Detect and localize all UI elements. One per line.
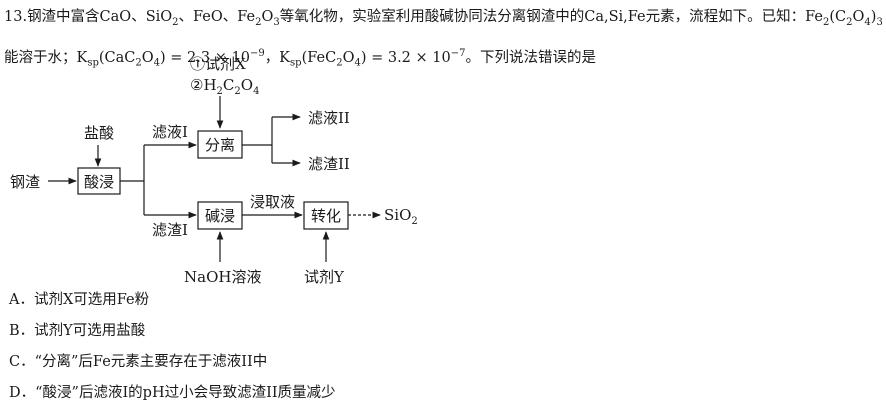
- option-a: A．试剂X可选用Fe粉: [9, 292, 150, 308]
- option-b: B．试剂Y可选用盐酸: [9, 323, 146, 339]
- sio2-label: SiO2: [384, 206, 418, 227]
- reagent-y-label: 试剂Y: [304, 268, 345, 286]
- hcl-label: 盐酸: [84, 124, 114, 142]
- option-d: D．“酸浸”后滤液I的pH过小会导致滤渣II质量减少: [9, 385, 336, 401]
- steel-slag-label: 钢渣: [10, 173, 40, 191]
- reagent-x-label: ①试剂X: [190, 55, 246, 73]
- naoh-label: NaOH溶液: [184, 268, 261, 286]
- filtrate-2-label: 滤液II: [308, 109, 350, 127]
- leach-solution-label: 浸取液: [250, 193, 295, 211]
- acid-leach-label: 酸浸: [84, 173, 114, 191]
- h2c2o4-label: ②H2C2O4: [190, 76, 259, 97]
- question-number: 13.: [4, 9, 28, 25]
- question-line-2: 能溶于水；Ksp(CaC2O4) = 2.3 × 10−9，Ksp(FeC2O4…: [4, 47, 596, 69]
- residue-1-label: 滤渣I: [152, 221, 188, 239]
- options-list: A．试剂X可选用Fe粉 B．试剂Y可选用盐酸 C．“分离”后Fe元素主要存在于滤…: [9, 285, 336, 409]
- separation-label: 分离: [205, 136, 235, 154]
- residue-2-label: 滤渣II: [308, 155, 350, 173]
- option-c: C．“分离”后Fe元素主要存在于滤液II中: [9, 354, 268, 370]
- filtrate-1-label: 滤液I: [152, 123, 188, 141]
- question-line-1: 13.钢渣中富含CaO、SiO2、FeO、Fe2O3等氧化物，实验室利用酸碱协同…: [4, 9, 883, 28]
- conversion-label: 转化: [311, 207, 341, 225]
- alkali-leach-label: 碱浸: [205, 207, 235, 225]
- question-stem: 13.钢渣中富含CaO、SiO2、FeO、Fe2O3等氧化物，实验室利用酸碱协同…: [4, 2, 883, 79]
